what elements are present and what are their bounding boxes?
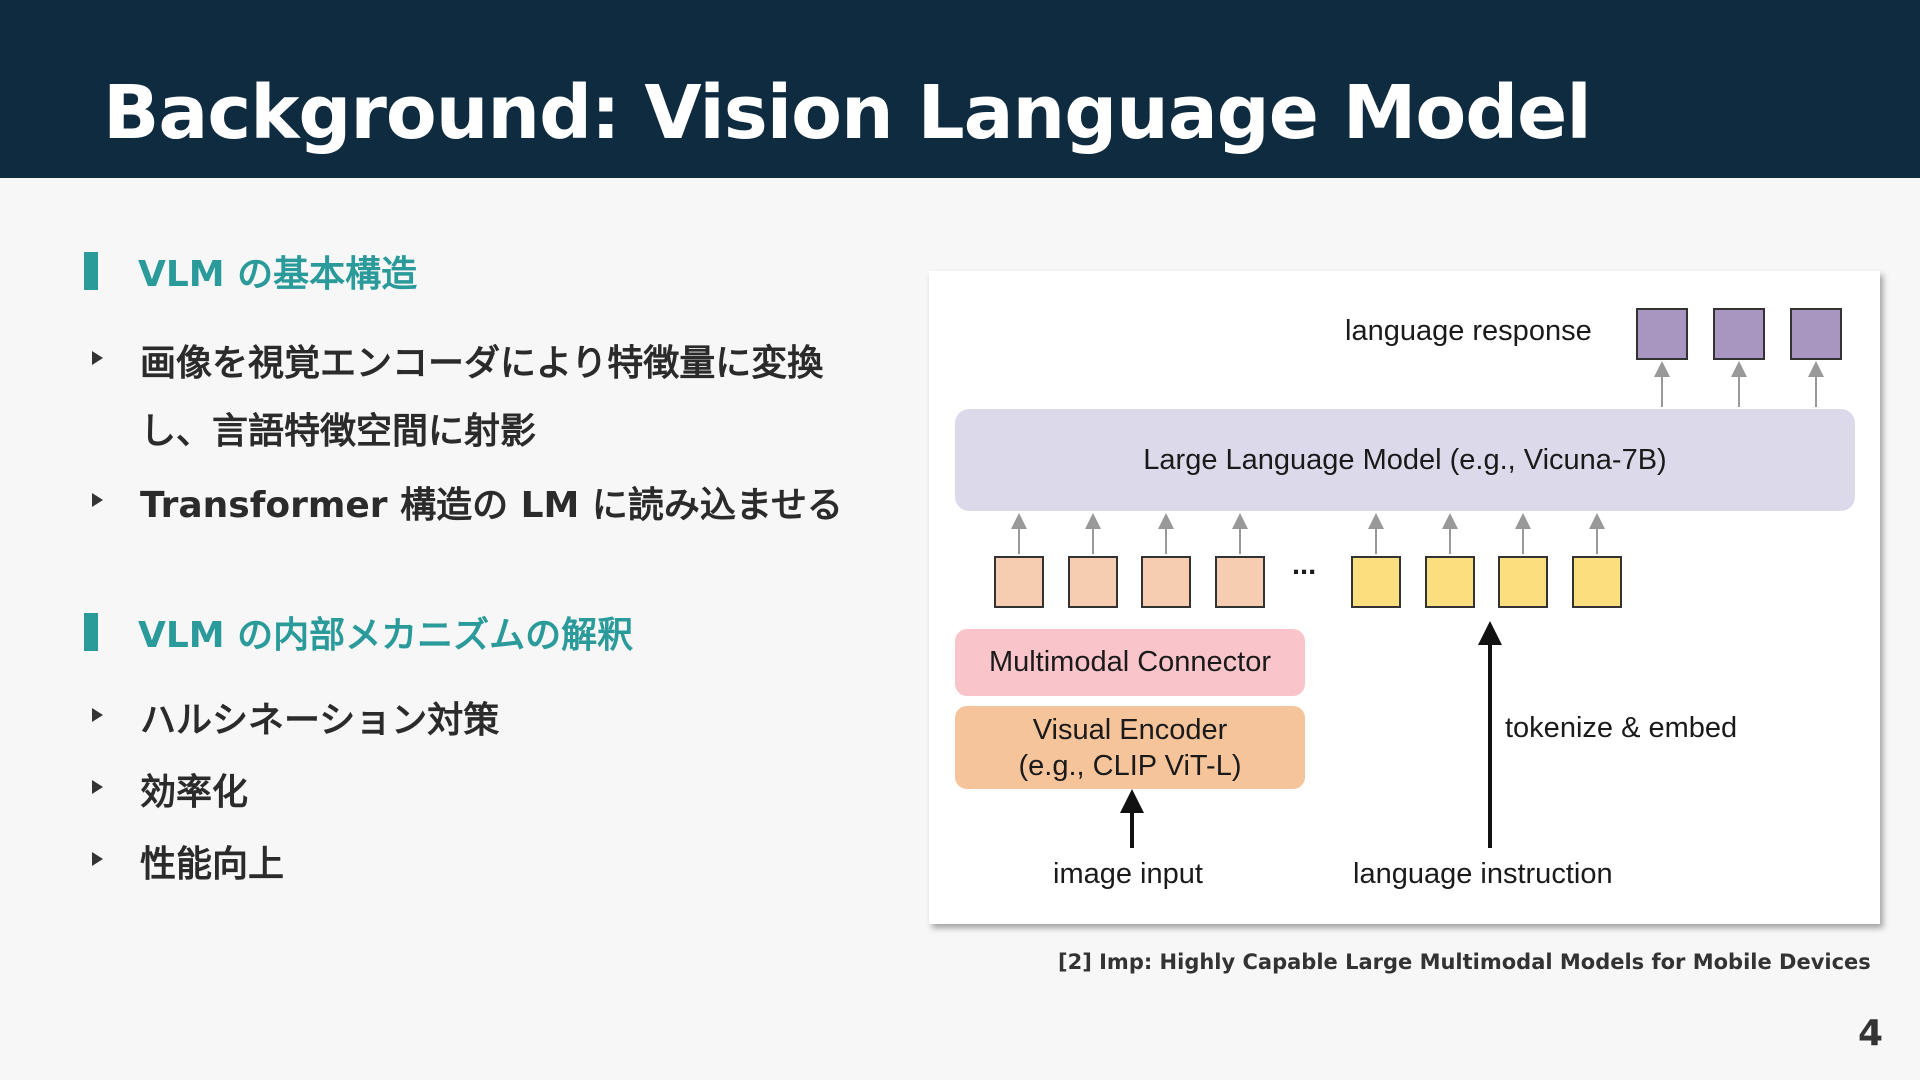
output-token	[1790, 308, 1842, 360]
image-token	[1068, 556, 1118, 608]
diagram-arrows	[1011, 361, 1824, 848]
llm-label: Large Language Model (e.g., Vicuna-7B)	[1143, 443, 1667, 476]
language-instruction-label: language instruction	[1353, 858, 1613, 890]
page-number: 4	[1858, 1013, 1884, 1054]
section-heading-interpretation: VLM の内部メカニズムの解釈	[84, 609, 634, 656]
bullet-item: 性能向上	[92, 831, 860, 899]
section-marker	[84, 613, 98, 651]
text-token	[1572, 556, 1622, 608]
section-heading-text: VLM の内部メカニズムの解釈	[138, 615, 634, 656]
section-heading-structure: VLM の基本構造	[84, 248, 418, 295]
bullet-text: ハルシネーション対策	[140, 700, 500, 741]
bullet-text: 性能向上	[140, 844, 285, 885]
llm-box: Large Language Model (e.g., Vicuna-7B)	[955, 409, 1855, 511]
bullet-item: 画像を視覚エンコーダにより特徴量に変換し、言語特徴空間に射影	[92, 330, 840, 466]
slide-header: Background: Vision Language Model	[0, 0, 1920, 178]
image-token	[1215, 556, 1265, 608]
bullet-text: 画像を視覚エンコーダにより特徴量に変換し、言語特徴空間に射影	[140, 343, 824, 452]
bullet-triangle-icon	[92, 852, 103, 866]
text-token	[1498, 556, 1548, 608]
text-token	[1351, 556, 1401, 608]
section-heading-text: VLM の基本構造	[138, 254, 418, 295]
bullet-triangle-icon	[92, 708, 103, 722]
bullet-item: ハルシネーション対策	[92, 687, 860, 755]
bullet-text: Transformer 構造の LM に読み込ませる	[140, 485, 843, 526]
connector-label: Multimodal Connector	[988, 646, 1272, 678]
encoder-label-line1: Visual Encoder	[1032, 713, 1228, 746]
bullet-triangle-icon	[92, 351, 103, 365]
text-token	[1425, 556, 1475, 608]
slide-title: Background: Vision Language Model	[103, 70, 1592, 156]
bullet-item: 効率化	[92, 759, 860, 827]
section-marker	[84, 252, 98, 290]
image-token	[994, 556, 1044, 608]
vlm-architecture-figure: language response Large Language Model (…	[929, 271, 1880, 924]
image-input-label: image input	[1053, 858, 1203, 890]
tokenize-embed-label: tokenize & embed	[1505, 712, 1738, 744]
encoder-label-line2: (e.g., CLIP ViT-L)	[1018, 749, 1242, 782]
bullet-item: Transformer 構造の LM に読み込ませる	[92, 472, 860, 540]
token-ellipsis: ...	[1292, 549, 1317, 581]
output-token	[1636, 308, 1688, 360]
image-token	[1141, 556, 1191, 608]
visual-encoder-box: Visual Encoder (e.g., CLIP ViT-L)	[955, 706, 1305, 789]
output-token	[1713, 308, 1765, 360]
multimodal-connector-box: Multimodal Connector	[955, 629, 1305, 696]
figure-citation: [2] Imp: Highly Capable Large Multimodal…	[1058, 950, 1871, 974]
bullet-text: 効率化	[140, 772, 249, 813]
bullet-triangle-icon	[92, 780, 103, 794]
bullet-triangle-icon	[92, 493, 103, 507]
language-response-label: language response	[1345, 315, 1592, 347]
